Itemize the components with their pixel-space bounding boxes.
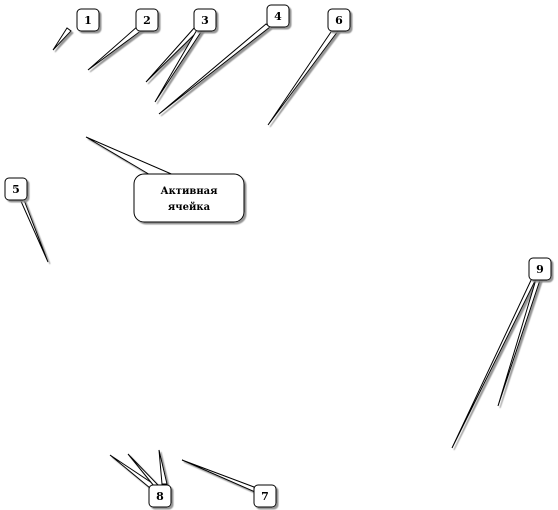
- callout-3-label: 3: [201, 14, 209, 27]
- callout-2: 2: [87, 8, 159, 71]
- active-cell-bubble: Активная ячейка: [85, 136, 245, 223]
- callout-5: 5: [4, 177, 49, 263]
- active-cell-line-2: ячейка: [168, 202, 211, 213]
- callout-5-label: 5: [12, 183, 20, 196]
- callout-4-label: 4: [274, 10, 282, 23]
- callout-9-label: 9: [536, 263, 544, 276]
- callout-4: 4: [158, 4, 290, 115]
- callout-2-label: 2: [143, 14, 151, 27]
- active-cell-line-1: Активная: [160, 186, 218, 197]
- callout-6: 6: [267, 8, 351, 126]
- callout-7: 7: [181, 459, 277, 508]
- callout-8: 8: [109, 449, 172, 508]
- callout-8-label: 8: [156, 490, 164, 503]
- callout-1: 1: [52, 8, 100, 51]
- callout-9: 9: [451, 257, 552, 449]
- callout-3: 3: [145, 8, 217, 103]
- callout-7-label: 7: [261, 490, 269, 503]
- callout-1-label: 1: [84, 14, 92, 27]
- callout-6-label: 6: [335, 14, 343, 27]
